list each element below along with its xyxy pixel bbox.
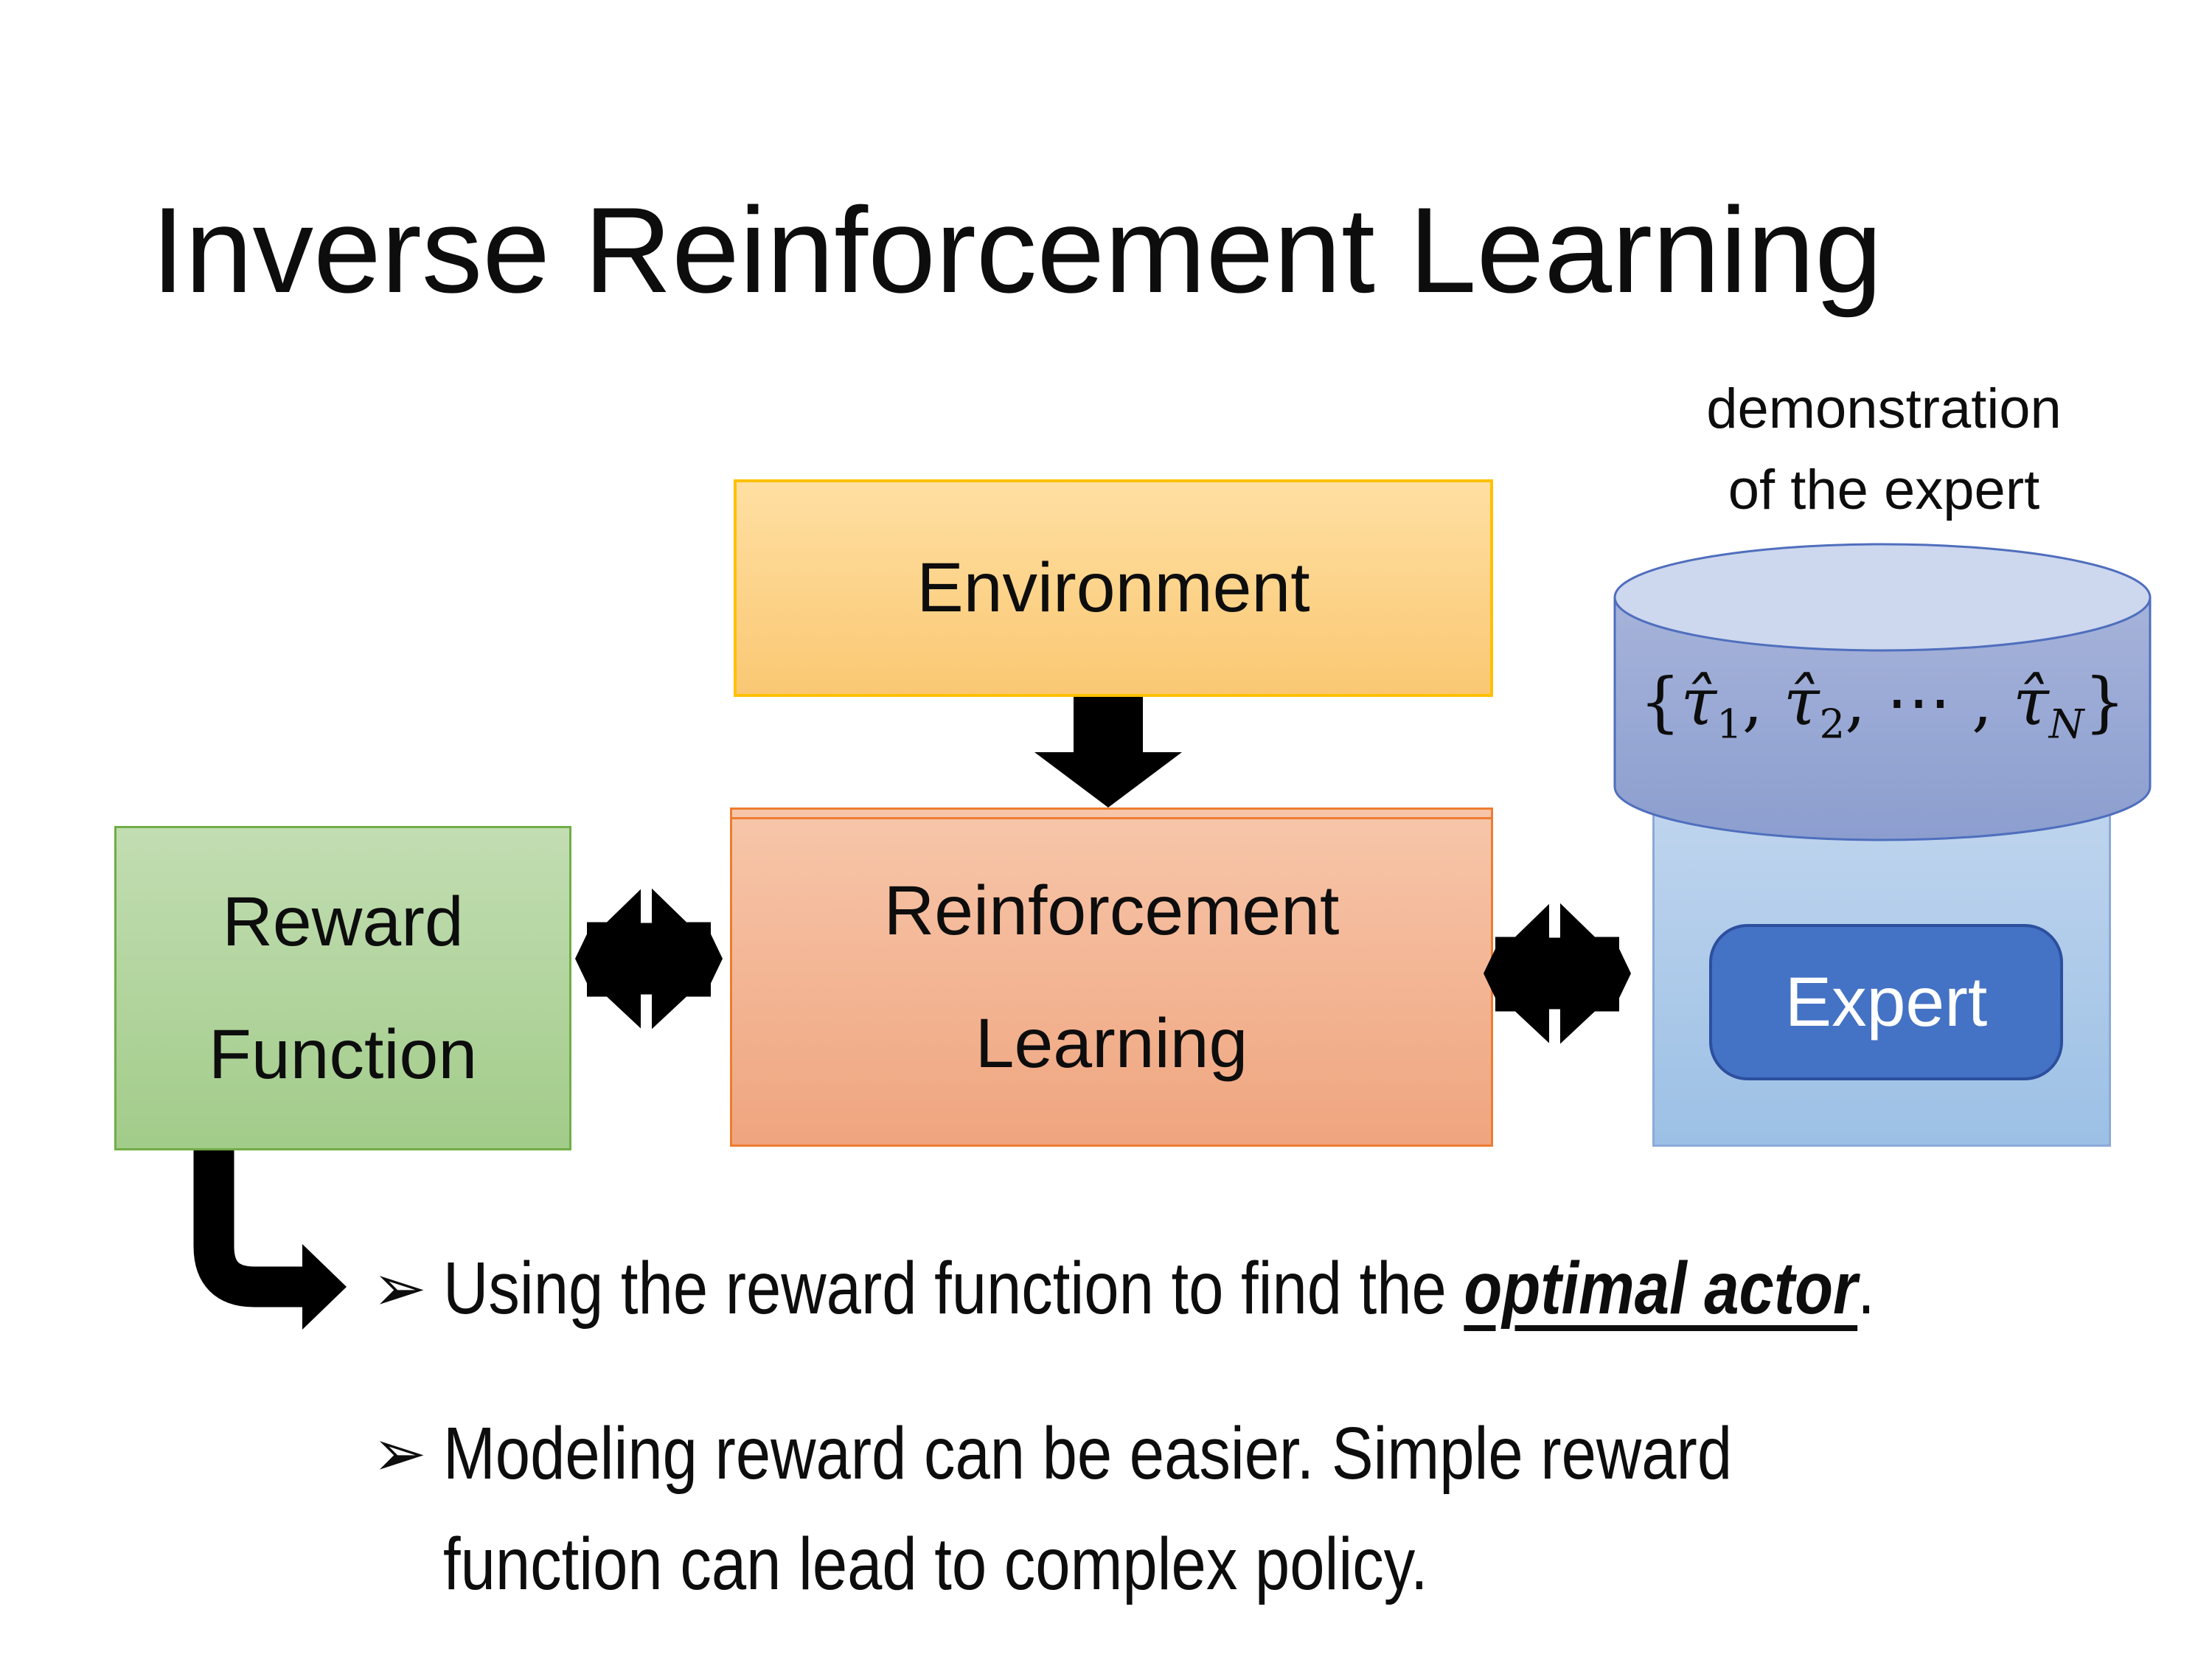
demonstration-cylinder xyxy=(1613,543,2152,841)
bullet-item: ➢ Modeling reward can be easier. Simple … xyxy=(372,1398,2179,1619)
trajectory-set-formula: {τ̂1, τ̂2, ⋯ , τ̂N} xyxy=(1639,664,2126,748)
reinforcement-learning-label-line1: Reinforcement xyxy=(883,871,1340,950)
reinforcement-learning-label-line2: Learning xyxy=(975,1004,1248,1083)
bullet-list: ➢ Using the reward function to find the … xyxy=(372,1233,2179,1674)
environment-box-label: Environment xyxy=(917,549,1310,628)
down-arrow-icon xyxy=(1034,697,1182,808)
expert-box-label: Expert xyxy=(1784,962,1988,1041)
bullet-text: Using the reward function to find the op… xyxy=(443,1247,1875,1330)
double-arrow-left-icon xyxy=(575,883,723,1034)
bullet-arrow-icon: ➢ xyxy=(372,1417,427,1490)
reward-function-label-line2: Function xyxy=(208,1015,478,1094)
elbow-arrow-icon xyxy=(193,1150,347,1330)
demonstration-label-line2: of the expert xyxy=(1728,459,2040,522)
demonstration-label-line1: demonstration xyxy=(1706,378,2062,440)
expert-panel: Expert xyxy=(1652,796,2111,1147)
page-title: Inverse Reinforcement Learning xyxy=(151,182,1882,318)
reward-function-label-line1: Reward xyxy=(222,882,464,961)
bullet-arrow-icon: ➢ xyxy=(372,1251,427,1324)
double-arrow-right-icon xyxy=(1484,898,1631,1049)
reinforcement-learning-box: Reinforcement Learning xyxy=(730,808,1493,1147)
expert-box: Expert xyxy=(1709,924,2063,1080)
bullet-text: Modeling reward can be easier. Simple re… xyxy=(443,1412,1733,1605)
reward-function-box: Reward Function xyxy=(114,826,571,1150)
environment-box: Environment xyxy=(734,479,1493,697)
bullet-item: ➢ Using the reward function to find the … xyxy=(372,1233,2179,1344)
demonstration-label: demonstration of the expert xyxy=(1593,369,2175,531)
